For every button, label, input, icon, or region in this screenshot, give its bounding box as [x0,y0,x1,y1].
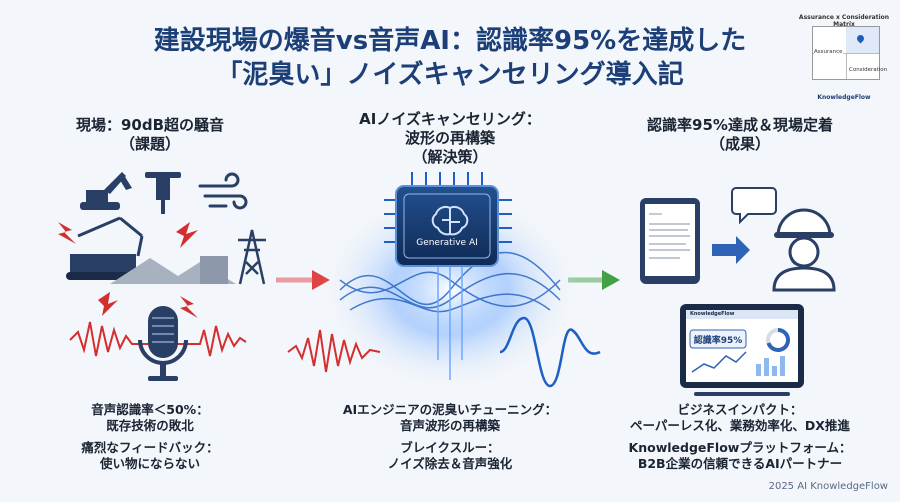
noise-wave-center [287,329,381,373]
left-heading-line1: 現場：90dB超の騒音 [75,116,225,134]
worker-headset-icon [772,208,836,292]
tablet-icon [640,198,700,284]
center-heading: AIノイズキャンセリング： 波形の再構築 （解決策） [340,110,560,167]
matrix-bottom-label: Consideration [849,67,888,73]
center-cap2-line2: ノイズ除去＆音声強化 [387,456,513,471]
right-cap2-line1: KnowledgeFlowプラットフォーム： [628,440,852,455]
right-cap1-line2: ペーパーレス化、業務効率化、DX推進 [630,418,850,433]
right-heading: 認識率95%達成＆現場定着 （成果） [620,116,860,154]
bulldozer-body [70,254,136,276]
footer-credit: 2025 AI KnowledgeFlow [768,481,888,492]
wind-icon [198,172,248,210]
right-caption-2: KnowledgeFlowプラットフォーム： B2B企業の信頼できるAIパートナ… [600,440,880,472]
brain-icon [431,205,469,236]
microphone-icon [138,306,188,381]
chat-bubble-icon [731,187,777,225]
chip-label: Generative AI [416,238,478,248]
matrix-grid: Assurance Consideration [812,26,887,80]
right-heading-line2: （成果） [709,135,770,153]
chip-icon [384,172,512,267]
matrix-left-label: Assurance [814,49,843,55]
excavator-icon [80,172,132,210]
lightning-icons [58,222,198,318]
center-cap1-line1: AIエンジニアの泥臭いチューニング： [342,402,558,417]
right-cap1-line1: ビジネスインパクト： [677,402,803,417]
matrix-footer: KnowledgeFlow [817,94,871,101]
left-heading: 現場：90dB超の騒音 （課題） [40,116,260,154]
dashboard-brand: KnowledgeFlow [690,311,735,317]
center-cap1-line2: 音声波形の再構築 [399,418,500,433]
title-line-2: 「泥臭い」ノイズキャンセリング導入記 [216,60,684,90]
page-title: 建設現場の爆音vs音声AI：認識率95%を達成した 「泥臭い」ノイズキャンセリン… [0,24,900,92]
clean-wave [499,316,601,388]
right-cap2-line2: B2B企業の信頼できるAIパートナー [637,456,843,471]
arrow-right-icon [712,236,750,264]
center-heading-line3: （解決策） [412,148,488,166]
center-heading-line1: AIノイズキャンセリング： [359,110,541,128]
right-caption-1: ビジネスインパクト： ペーパーレス化、業務効率化、DX推進 [600,402,880,434]
left-cap2-line1: 痛烈なフィードバック： [81,440,219,455]
matrix-title: Assurance x Consideration Matrix [798,14,890,28]
center-caption-2: ブレイクスルー： ノイズ除去＆音声強化 [320,440,580,472]
left-heading-line2: （課題） [119,135,180,153]
title-line-1: 建設現場の爆音vs音声AI：認識率95%を達成した [153,26,747,56]
center-heading-line2: 波形の再構築 [404,129,495,147]
left-cap1-line1: 音声認識率＜50%： [91,402,209,417]
left-caption-1: 音声認識率＜50%： 既存技術の敗北 [40,402,260,434]
right-heading-line1: 認識率95%達成＆現場定着 [647,116,833,134]
dashboard-icon [680,304,804,396]
light-beams [437,262,463,380]
noise-wave-left [69,321,247,357]
pylon-icon [238,229,266,285]
assurance-matrix: Assurance x Consideration Matrix Assuran… [798,14,890,104]
crane-icon [77,216,144,257]
center-cap2-line1: ブレイクスルー： [400,440,500,455]
jackhammer-icon [145,172,181,214]
center-caption-1: AIエンジニアの泥臭いチューニング： 音声波形の再構築 [320,402,580,434]
dashboard-badge: 認識率95% [693,336,743,346]
left-cap2-line2: 使い物にならない [99,456,200,471]
left-caption-2: 痛烈なフィードバック： 使い物にならない [40,440,260,472]
building-icon [200,256,228,284]
left-cap1-line2: 既存技術の敗北 [106,418,194,433]
